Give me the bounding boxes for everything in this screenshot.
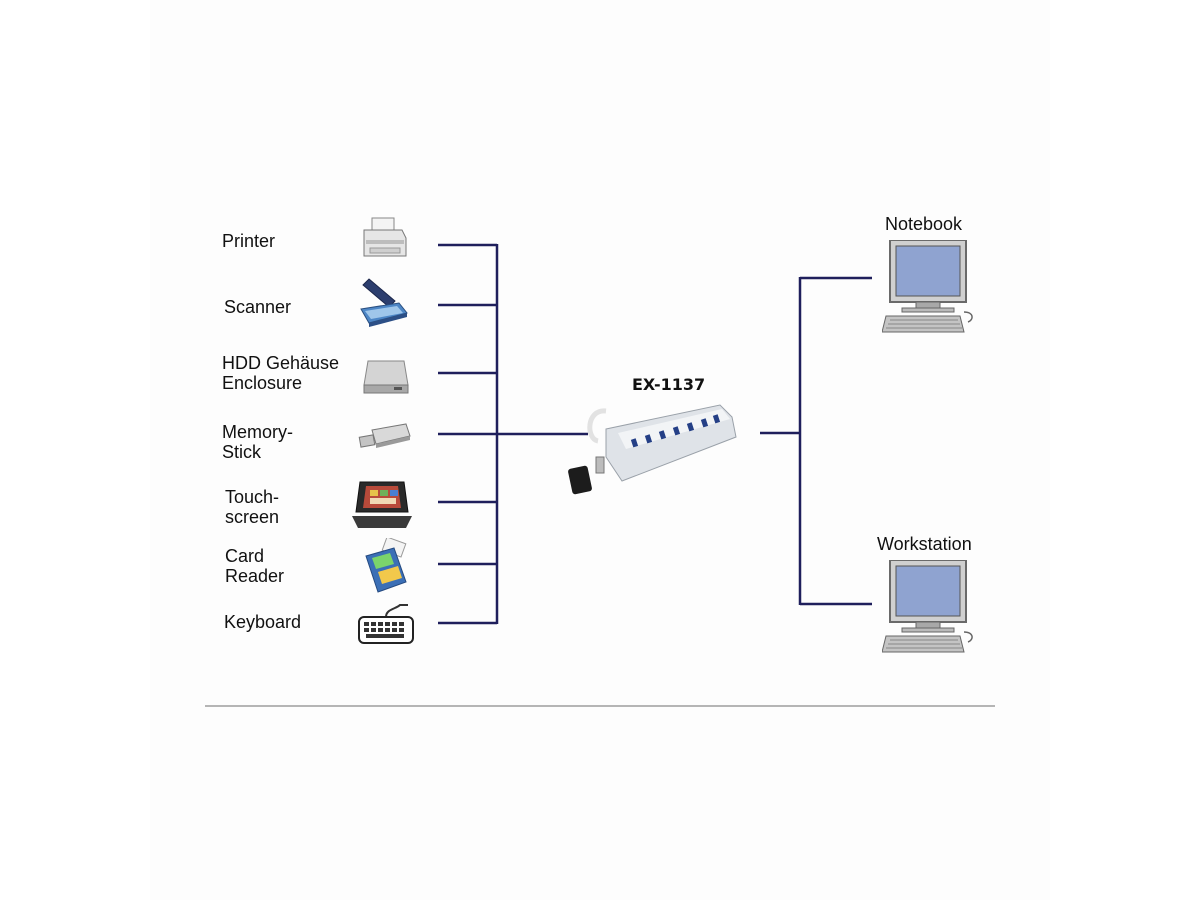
scanner-icon <box>360 278 408 327</box>
usb-hub-icon <box>568 404 737 495</box>
touchscreen-terminal-icon <box>352 481 412 528</box>
device-label-card-reader: Card Reader <box>225 546 285 586</box>
card-reader-icon <box>365 538 407 593</box>
diagram-panel <box>150 0 1050 900</box>
device-label-printer: Printer <box>222 231 276 251</box>
host-label-workstation: Workstation <box>877 534 972 554</box>
device-label-scanner: Scanner <box>224 297 292 317</box>
device-label-keyboard: Keyboard <box>224 612 302 632</box>
keyboard-icon <box>358 604 414 644</box>
workstation-monitor-icon <box>882 560 973 653</box>
device-label-touchscreen: Touch- screen <box>225 487 280 527</box>
notebook-monitor-icon <box>882 240 973 333</box>
host-label-notebook: Notebook <box>885 214 963 234</box>
printer-icon <box>363 217 407 257</box>
device-label-hdd: HDD Gehäuse Enclosure <box>222 353 340 393</box>
hub-model-label: EX-1137 <box>632 375 706 394</box>
hdd-enclosure-icon <box>363 360 409 394</box>
usb-stick-icon <box>358 423 411 448</box>
device-label-memory-stick: Memory- Stick <box>222 422 293 462</box>
